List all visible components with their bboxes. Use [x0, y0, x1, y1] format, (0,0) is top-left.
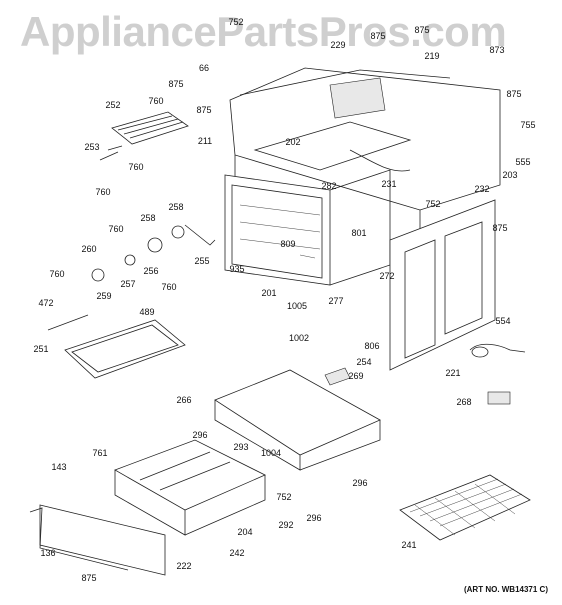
power-cord	[469, 343, 526, 358]
drawer-front	[29, 504, 166, 576]
callout-232: 232	[474, 184, 490, 194]
callout-760: 760	[148, 96, 164, 106]
callout-241: 241	[401, 540, 417, 550]
callout-254: 254	[356, 357, 372, 367]
callout-801: 801	[351, 228, 367, 238]
watermark: AppliancePartsPros.com	[20, 8, 507, 55]
callout-293: 293	[233, 442, 249, 452]
callout-760: 760	[161, 282, 177, 292]
callout-221: 221	[445, 368, 461, 378]
callout-760: 760	[108, 224, 124, 234]
callout-202: 202	[285, 137, 301, 147]
callout-282: 282	[321, 181, 337, 191]
callout-258: 258	[140, 213, 156, 223]
callout-252: 252	[105, 100, 121, 110]
callout-201: 201	[261, 288, 277, 298]
callout-875: 875	[196, 105, 212, 115]
terminal-block	[487, 391, 511, 405]
callout-253: 253	[84, 142, 100, 152]
callout-935: 935	[229, 264, 245, 274]
callout-229: 229	[330, 40, 346, 50]
callout-752: 752	[276, 492, 292, 502]
small-parts-left	[91, 224, 216, 282]
callout-760: 760	[49, 269, 65, 279]
callout-258: 258	[168, 202, 184, 212]
callout-296: 296	[352, 478, 368, 488]
drawer-support	[214, 367, 381, 471]
callout-760: 760	[95, 187, 111, 197]
callout-296: 296	[192, 430, 208, 440]
bake-element	[47, 314, 186, 379]
callout-1005: 1005	[286, 301, 308, 311]
callout-231: 231	[381, 179, 397, 189]
callout-875: 875	[414, 25, 430, 35]
callout-260: 260	[81, 244, 97, 254]
side-panel	[389, 199, 496, 371]
oven-chassis	[229, 67, 501, 300]
callout-873: 873	[489, 45, 505, 55]
callout-203: 203	[502, 170, 518, 180]
callout-875: 875	[506, 89, 522, 99]
callout-875: 875	[168, 79, 184, 89]
oven-rack	[399, 474, 531, 541]
callout-760: 760	[128, 162, 144, 172]
callout-752: 752	[228, 17, 244, 27]
callout-268: 268	[456, 397, 472, 407]
storage-drawer	[114, 439, 266, 536]
callout-266: 266	[176, 395, 192, 405]
art-number: (ART NO. WB14371 C)	[463, 585, 548, 594]
callout-211: 211	[197, 136, 213, 146]
callout-555: 555	[515, 157, 531, 167]
callout-806: 806	[364, 341, 380, 351]
callout-489: 489	[139, 307, 155, 317]
callout-257: 257	[120, 279, 136, 289]
callout-761: 761	[92, 448, 108, 458]
callout-259: 259	[96, 291, 112, 301]
callout-269: 269	[348, 371, 364, 381]
callout-1002: 1002	[288, 333, 310, 343]
callout-251: 251	[33, 344, 49, 354]
callout-219: 219	[424, 51, 440, 61]
callout-875: 875	[81, 573, 97, 583]
callout-66: 66	[198, 63, 210, 73]
callout-875: 875	[370, 31, 386, 41]
callout-296: 296	[306, 513, 322, 523]
callout-272: 272	[379, 271, 395, 281]
callout-755: 755	[520, 120, 536, 130]
callout-256: 256	[143, 266, 159, 276]
callout-875: 875	[492, 223, 508, 233]
callout-277: 277	[328, 296, 344, 306]
callout-204: 204	[237, 527, 253, 537]
callout-242: 242	[229, 548, 245, 558]
callout-809: 809	[280, 239, 296, 249]
callout-143: 143	[51, 462, 67, 472]
callout-222: 222	[176, 561, 192, 571]
callout-136: 136	[40, 548, 56, 558]
oven-cavity	[224, 169, 391, 286]
callout-255: 255	[194, 256, 210, 266]
callout-554: 554	[495, 316, 511, 326]
broil-element	[99, 111, 189, 161]
callout-292: 292	[278, 520, 294, 530]
callout-752: 752	[425, 199, 441, 209]
callout-1004: 1004	[260, 448, 282, 458]
callout-472: 472	[38, 298, 54, 308]
